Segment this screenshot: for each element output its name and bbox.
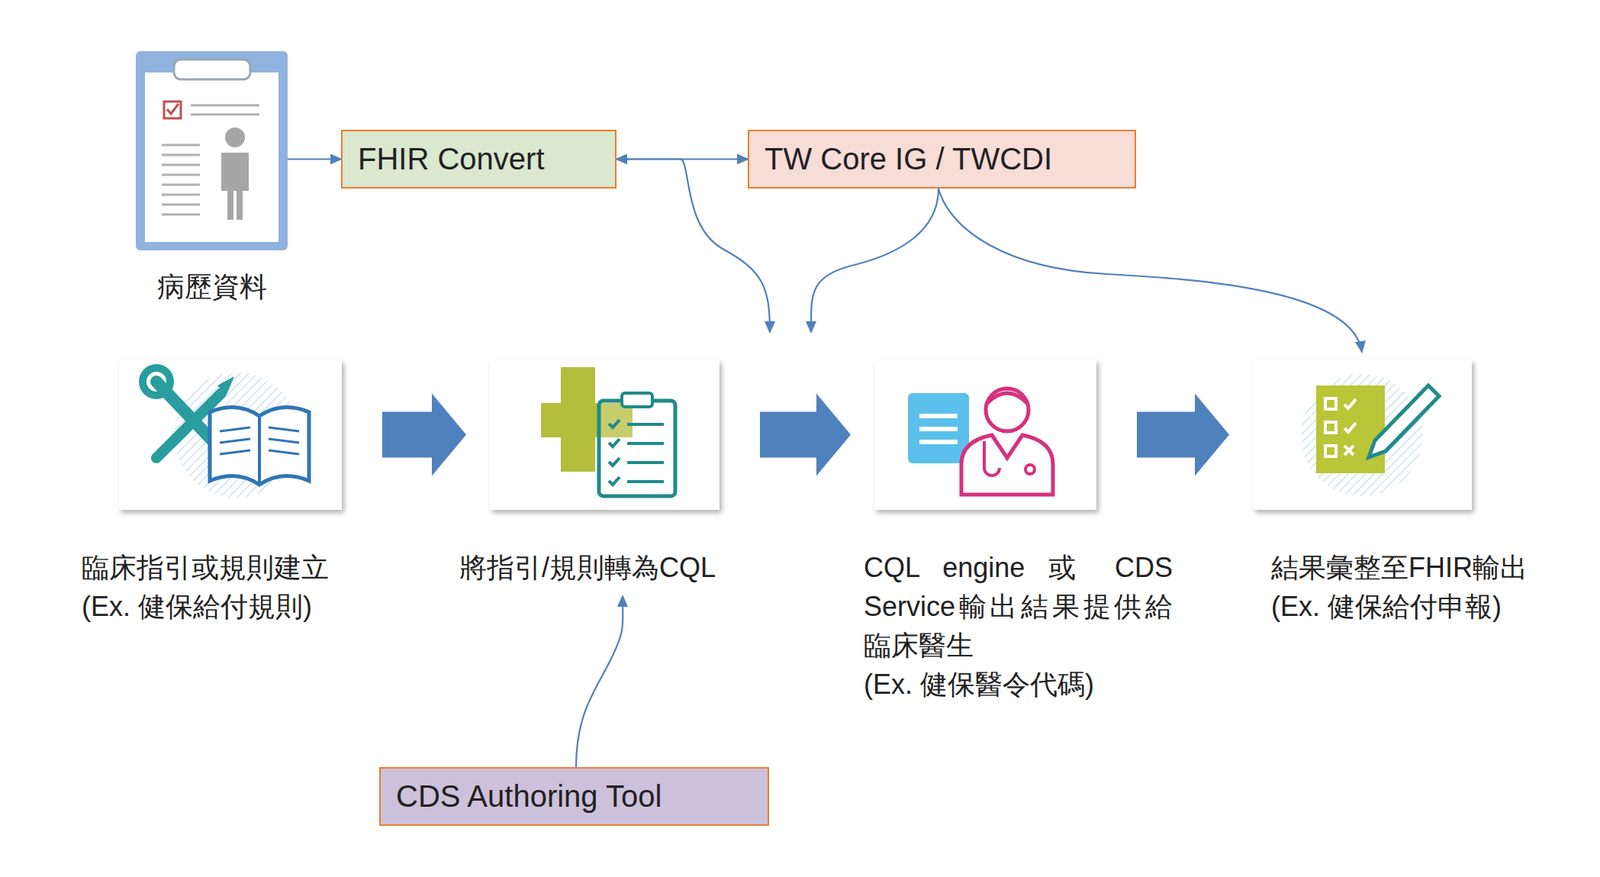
caption-block: CQL engine 或 CDS Service輸出結果提供給臨床醫生(Ex. … (863, 547, 1173, 704)
flow-arrow (382, 393, 467, 477)
box-label: FHIR Convert (357, 141, 545, 177)
connector-arrow (576, 595, 623, 767)
step-node: CQL engine 或 CDS Service輸出結果提供給臨床醫生(Ex. … (874, 359, 1097, 510)
example-note: (Ex. 健保給付申報) (1271, 586, 1600, 626)
form-pencil-icon (1300, 373, 1440, 496)
step-node: 結果彙整至FHIR輸出(Ex. 健保給付申報) (1252, 359, 1472, 510)
tools-book-icon (142, 367, 310, 498)
caption-block: 結果彙整至FHIR輸出(Ex. 健保給付申報) (1271, 547, 1600, 626)
example-note: (Ex. 健保醫令代碼) (863, 664, 1173, 704)
process-box: FHIR Convert (341, 129, 617, 189)
record-icon-node: 病歷資料 (135, 51, 288, 251)
step-caption: 病歷資料 (135, 267, 288, 306)
process-box: TW Core IG / TWCDI (747, 129, 1137, 189)
checklist-icon (540, 367, 676, 496)
step-node: 將指引/規則轉為CQL (489, 359, 720, 510)
step-caption: CQL engine 或 CDS Service輸出結果提供給臨床醫生 (863, 547, 1173, 665)
connector-arrow (938, 188, 1362, 352)
step-frames (119, 359, 1472, 510)
caption-block: 將指引/規則轉為CQL (459, 547, 780, 587)
clipboard-icon (135, 51, 288, 251)
box-label: CDS Authoring Tool (395, 779, 662, 814)
flow-arrow (759, 393, 851, 477)
connector-arrow (287, 157, 342, 160)
box-label: TW Core IG / TWCDI (764, 141, 1053, 177)
step-caption: 結果彙整至FHIR輸出 (1271, 547, 1600, 587)
caption-block: 病歷資料 (135, 267, 288, 306)
step-caption: 將指引/規則轉為CQL (459, 547, 780, 587)
flow-arrow (1136, 393, 1230, 477)
step-node: 臨床指引或規則建立(Ex. 健保給付規則) (119, 359, 342, 510)
connector-arrow (811, 188, 939, 332)
tool-box: CDS Authoring Tool (379, 766, 770, 826)
connector-arrow (616, 159, 770, 333)
step-caption: 臨床指引或規則建立 (81, 547, 410, 587)
doctor-icon (907, 388, 1053, 495)
caption-block: 臨床指引或規則建立(Ex. 健保給付規則) (81, 547, 410, 626)
example-note: (Ex. 健保給付規則) (81, 586, 410, 626)
